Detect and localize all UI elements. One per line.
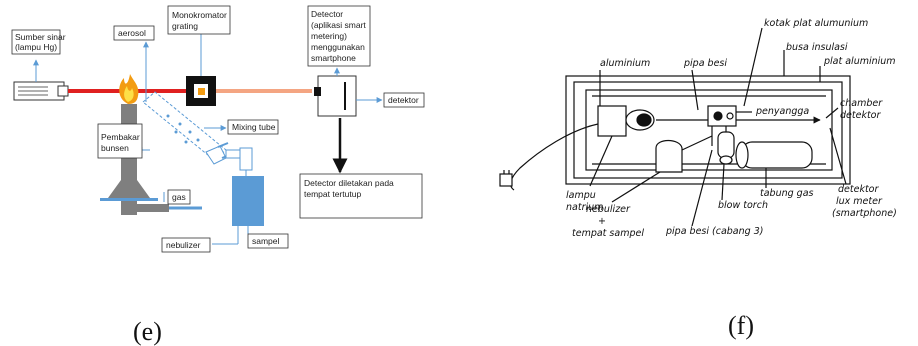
nebulizer-icon [226, 148, 252, 176]
mixing-tube-label: Mixing tube [228, 120, 278, 134]
panel-f-caption: (f) [728, 311, 754, 340]
detector-bottom-label: Detector diletakan pada tempat tertutup [300, 174, 422, 218]
pipa-cabang-label: pipa besi (cabang 3) [665, 226, 763, 237]
panel-e: Sumber sinar (lampu Hg) aerosol Monokrom… [12, 6, 424, 346]
pipe-support-icon [708, 106, 736, 164]
aerosol-label: aerosol [114, 26, 154, 40]
power-cable [511, 124, 598, 190]
monochromator-icon [186, 76, 216, 106]
svg-text:(lampu Hg): (lampu Hg) [15, 42, 57, 52]
svg-text:Detector diletakan pada: Detector diletakan pada [304, 178, 394, 188]
chamber-label-2: detektor [840, 110, 881, 121]
svg-text:detektor: detektor [388, 95, 419, 105]
sample-label: sampel [248, 234, 288, 248]
detektor-label: detektor [384, 93, 424, 107]
monochromator-label: Monokromator grating [168, 6, 230, 34]
plat-aluminium-label: plat aluminium [823, 56, 896, 67]
tabung-gas-label: tabung gas [760, 188, 814, 199]
detector-top-label: Detector (aplikasi smart metering) mengg… [308, 6, 370, 66]
svg-text:bunsen: bunsen [101, 143, 129, 153]
svg-text:Pembakar: Pembakar [101, 132, 140, 142]
nebulizer-icon [656, 141, 682, 173]
panel-e-caption: (e) [133, 317, 162, 346]
kotak-plat-label: kotak plat alumunium [764, 18, 868, 29]
lux-meter-label: lux meter [836, 196, 883, 207]
svg-text:(aplikasi smart: (aplikasi smart [311, 20, 366, 30]
nebulizer-plus: + [598, 216, 606, 227]
burner-label: Pembakar bunsen [98, 124, 142, 158]
flame-icon [119, 74, 138, 104]
busa-insulasi-label: busa insulasi [786, 42, 848, 53]
tempat-sampel-label: tempat sampel [572, 228, 644, 239]
lampu-label: lampu [566, 190, 596, 201]
sodium-lamp-icon [598, 106, 654, 136]
svg-text:Sumber sinar: Sumber sinar [15, 32, 66, 42]
chamber-label: chamber [840, 98, 883, 109]
svg-text:gas: gas [172, 192, 186, 202]
svg-text:smartphone: smartphone [311, 53, 356, 63]
svg-text:sampel: sampel [252, 236, 280, 246]
gas-label: gas [168, 190, 190, 204]
svg-text:grating: grating [172, 21, 198, 31]
nebulizer-label: nebulizer [586, 204, 631, 215]
blow-torch-label: blow torch [718, 200, 768, 211]
lamp-label: Sumber sinar (lampu Hg) [12, 30, 66, 54]
gas-cylinder-icon [736, 142, 812, 168]
svg-text:tempat tertutup: tempat tertutup [304, 189, 361, 199]
svg-text:Mixing tube: Mixing tube [232, 122, 276, 132]
svg-text:nebulizer: nebulizer [166, 240, 201, 250]
lamp-icon [14, 82, 68, 100]
svg-text:menggunakan: menggunakan [311, 42, 365, 52]
pipa-besi-label: pipa besi [683, 58, 727, 69]
detector-box [314, 76, 356, 116]
penyangga-label: penyangga [755, 106, 809, 117]
aluminium-label: aluminium [600, 58, 650, 69]
sample-bottle [232, 176, 264, 226]
svg-text:Detector: Detector [311, 9, 343, 19]
detektor-label: detektor [838, 184, 879, 195]
plug-icon [500, 170, 512, 186]
svg-text:aerosol: aerosol [118, 28, 146, 38]
svg-text:Monokromator: Monokromator [172, 10, 227, 20]
svg-text:metering): metering) [311, 31, 347, 41]
nebulizer-label: nebulizer [162, 238, 210, 252]
smartphone-label: (smartphone) [832, 208, 897, 219]
